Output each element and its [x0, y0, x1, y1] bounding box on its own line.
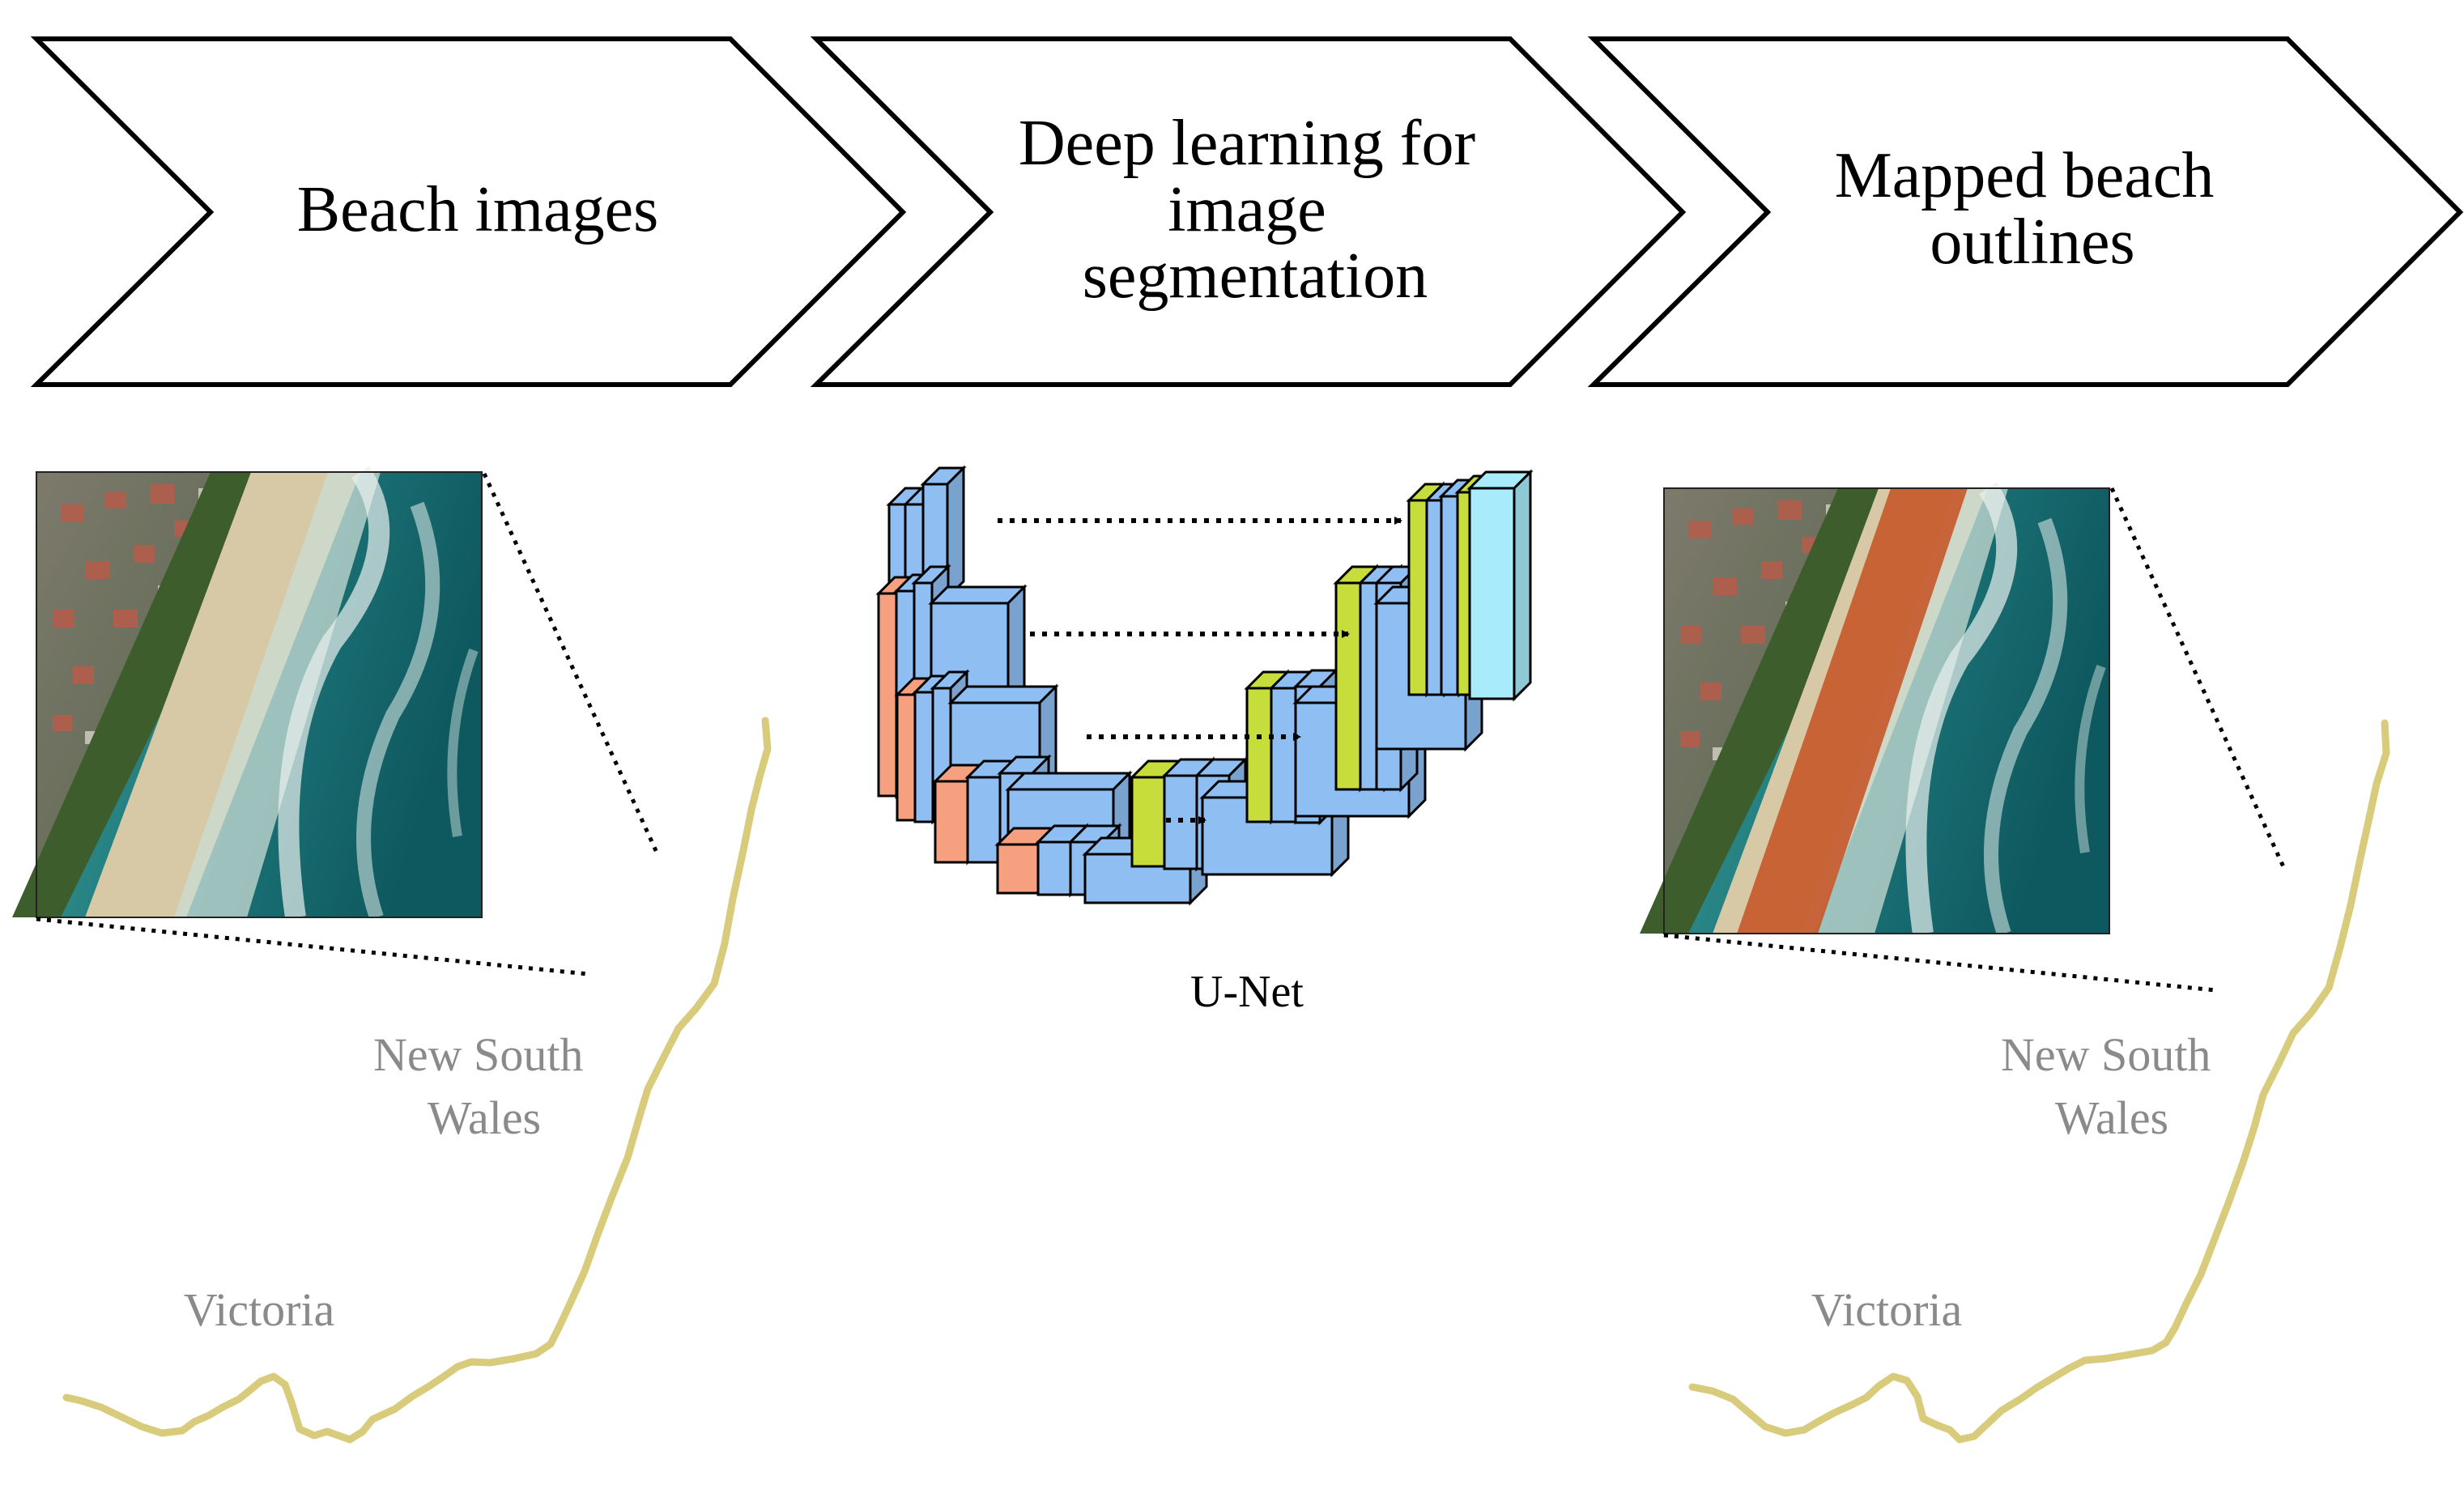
step-2-line-1: Deep learning for: [1019, 108, 1475, 179]
unet-concat-block-23-front: [1245, 687, 1273, 823]
nsw-vic-coastline-left: [62, 717, 772, 1444]
beach-image-panel: New South Wales Victoria: [12, 472, 772, 1444]
svg-text:Beach images: Beach images: [297, 174, 658, 245]
beach-aerial-image: [12, 472, 482, 917]
unet-conv-block-10-top: [947, 685, 1059, 704]
map-label-victoria-right: Victoria: [1811, 1283, 1963, 1336]
unet-architecture: [875, 465, 1534, 906]
unet-conv-block-12-front: [966, 776, 1002, 864]
unet-conv-block-2-side: [946, 465, 965, 601]
chevron-step-3: Mapped beach outlines: [1587, 36, 2464, 387]
svg-text:Mapped beach outlines: Mapped beach outlines: [1835, 140, 2231, 278]
chevron-step-1: Beach images: [30, 36, 907, 387]
step-3-line-2: outlines: [1930, 206, 2134, 278]
svg-text:Deep learning for image: Deep learning for image segmentation: [1019, 108, 1492, 312]
unet-pool-block-7-front: [896, 693, 917, 822]
mapped-beach-image: [1640, 488, 2109, 934]
map-label-new-south-wales-right: New South Wales: [2001, 1028, 2223, 1144]
zoom-line-top: [482, 472, 660, 856]
zoom-line-top-right: [2109, 487, 2287, 872]
step-1-line-1: Beach images: [297, 174, 658, 245]
unet-output-block-35-side: [1513, 469, 1532, 702]
beach-segmentation-overlay: [1737, 488, 1968, 934]
map-label-new-south-wales-left: New South Wales: [373, 1028, 595, 1144]
zoom-line-bottom-right: [1663, 933, 2216, 993]
unet-conv-block-24-front: [1270, 687, 1297, 823]
zoom-line-bottom: [36, 917, 589, 976]
chevron-step-2: Deep learning for image segmentation: [810, 36, 1687, 387]
nsw-vic-coastline-right: [1688, 719, 2390, 1444]
unet-pool-block-15-front: [996, 843, 1040, 895]
step-2-line-2: image: [1168, 174, 1326, 245]
unet-pool-block-11-front: [934, 780, 969, 864]
unet-caption: U-Net: [1190, 967, 1304, 1017]
unet-concat-block-19-front: [1130, 776, 1166, 868]
step-3-line-1: Mapped beach: [1835, 140, 2215, 211]
unet-concat-block-31-front: [1407, 499, 1428, 696]
unet-conv-block-8-front: [913, 691, 934, 823]
unet-pool-block-3-front: [877, 592, 898, 798]
unet-concat-block-27-front: [1334, 581, 1362, 791]
unet-conv-block-14-top: [1005, 772, 1133, 791]
unet-conv-block-16-front: [1036, 840, 1072, 896]
unet-output-block-35-front: [1468, 487, 1516, 700]
mapped-outline-panel: New South Wales Victoria: [1640, 487, 2390, 1444]
step-2-line-3: segmentation: [1083, 240, 1428, 312]
map-label-victoria-left: Victoria: [184, 1283, 335, 1336]
